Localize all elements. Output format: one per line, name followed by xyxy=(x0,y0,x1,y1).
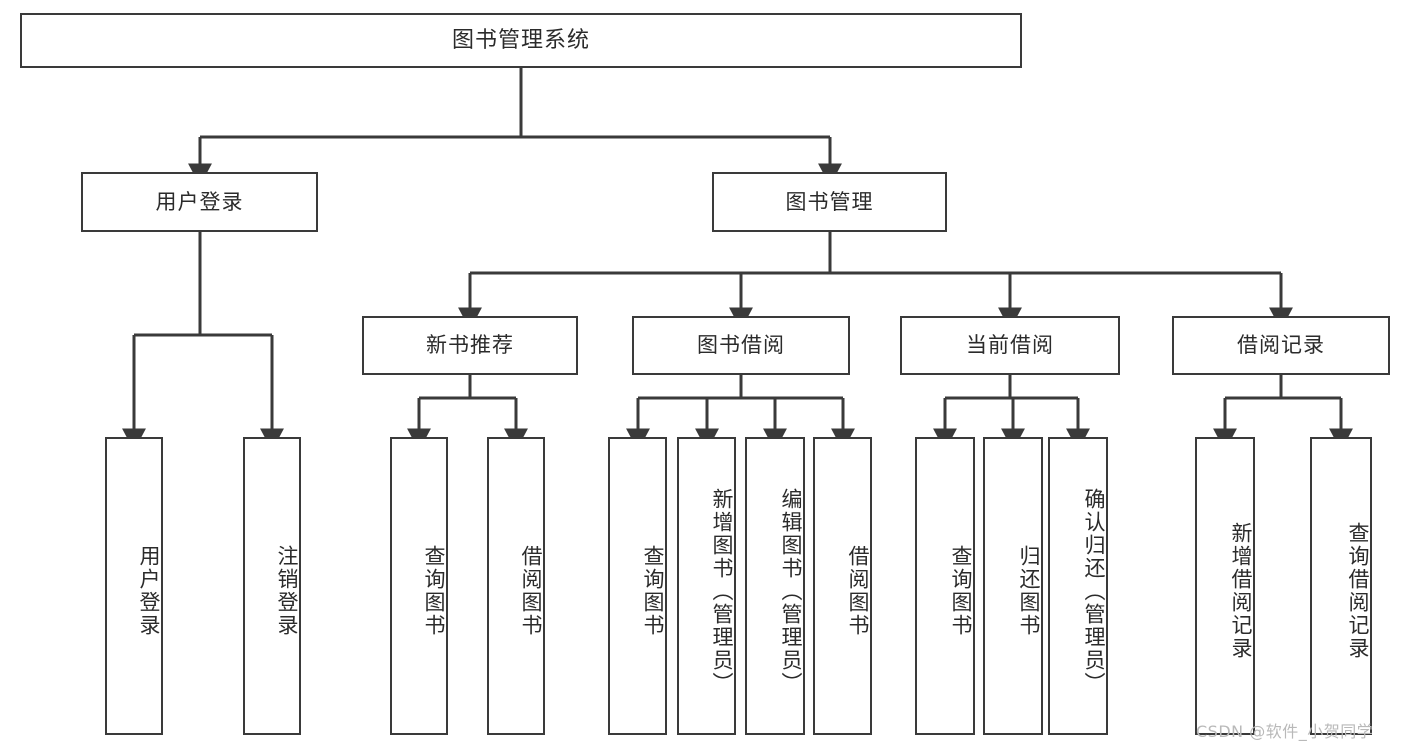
node-root-label: 图书管理系统 xyxy=(451,27,590,53)
node-leaf-confirm-return-label: 确认归还（管理员） xyxy=(1082,487,1106,695)
node-leaf-query-record[interactable]: 查询借阅记录 xyxy=(1310,437,1372,735)
node-user-login-label: 用户登录 xyxy=(155,189,244,214)
node-leaf-edit-book-label: 编辑图书（管理员） xyxy=(779,487,803,695)
node-current-borrow-label: 当前借阅 xyxy=(966,333,1054,358)
node-leaf-borrow-book-2[interactable]: 借阅图书 xyxy=(813,437,872,735)
node-leaf-confirm-return[interactable]: 确认归还（管理员） xyxy=(1048,437,1108,735)
node-leaf-user-login[interactable]: 用户登录 xyxy=(105,437,163,735)
node-leaf-query-book-3-label: 查询图书 xyxy=(949,545,973,637)
node-leaf-borrow-book-1[interactable]: 借阅图书 xyxy=(487,437,545,735)
node-leaf-query-book-1[interactable]: 查询图书 xyxy=(390,437,448,735)
node-root[interactable]: 图书管理系统 xyxy=(20,13,1022,68)
node-book-manage[interactable]: 图书管理 xyxy=(712,172,947,232)
node-leaf-logout[interactable]: 注销登录 xyxy=(243,437,301,735)
node-new-book-rec-label: 新书推荐 xyxy=(426,333,514,358)
node-book-borrow-label: 图书借阅 xyxy=(697,333,785,358)
node-leaf-query-book-1-label: 查询图书 xyxy=(422,545,446,637)
node-borrow-record-label: 借阅记录 xyxy=(1237,333,1325,358)
node-borrow-record[interactable]: 借阅记录 xyxy=(1172,316,1390,375)
node-leaf-edit-book[interactable]: 编辑图书（管理员） xyxy=(745,437,805,735)
node-leaf-query-book-3[interactable]: 查询图书 xyxy=(915,437,975,735)
node-leaf-add-book[interactable]: 新增图书（管理员） xyxy=(677,437,736,735)
node-new-book-rec[interactable]: 新书推荐 xyxy=(362,316,578,375)
node-leaf-logout-label: 注销登录 xyxy=(275,545,299,637)
node-leaf-add-record-label: 新增借阅记录 xyxy=(1229,522,1253,660)
node-leaf-add-record[interactable]: 新增借阅记录 xyxy=(1195,437,1255,735)
node-leaf-return-book-label: 归还图书 xyxy=(1017,545,1041,637)
node-leaf-return-book[interactable]: 归还图书 xyxy=(983,437,1043,735)
node-leaf-user-login-label: 用户登录 xyxy=(137,545,161,637)
node-book-borrow[interactable]: 图书借阅 xyxy=(632,316,850,375)
node-leaf-query-book-2-label: 查询图书 xyxy=(641,545,665,637)
node-leaf-add-book-label: 新增图书（管理员） xyxy=(710,487,734,695)
node-leaf-borrow-book-2-label: 借阅图书 xyxy=(846,545,870,637)
node-leaf-borrow-book-1-label: 借阅图书 xyxy=(519,545,543,637)
node-leaf-query-book-2[interactable]: 查询图书 xyxy=(608,437,667,735)
node-leaf-query-record-label: 查询借阅记录 xyxy=(1346,522,1370,660)
node-book-manage-label: 图书管理 xyxy=(785,189,874,214)
node-user-login[interactable]: 用户登录 xyxy=(81,172,318,232)
watermark: CSDN @软件_小贺同学 xyxy=(1196,722,1374,741)
node-current-borrow[interactable]: 当前借阅 xyxy=(900,316,1120,375)
